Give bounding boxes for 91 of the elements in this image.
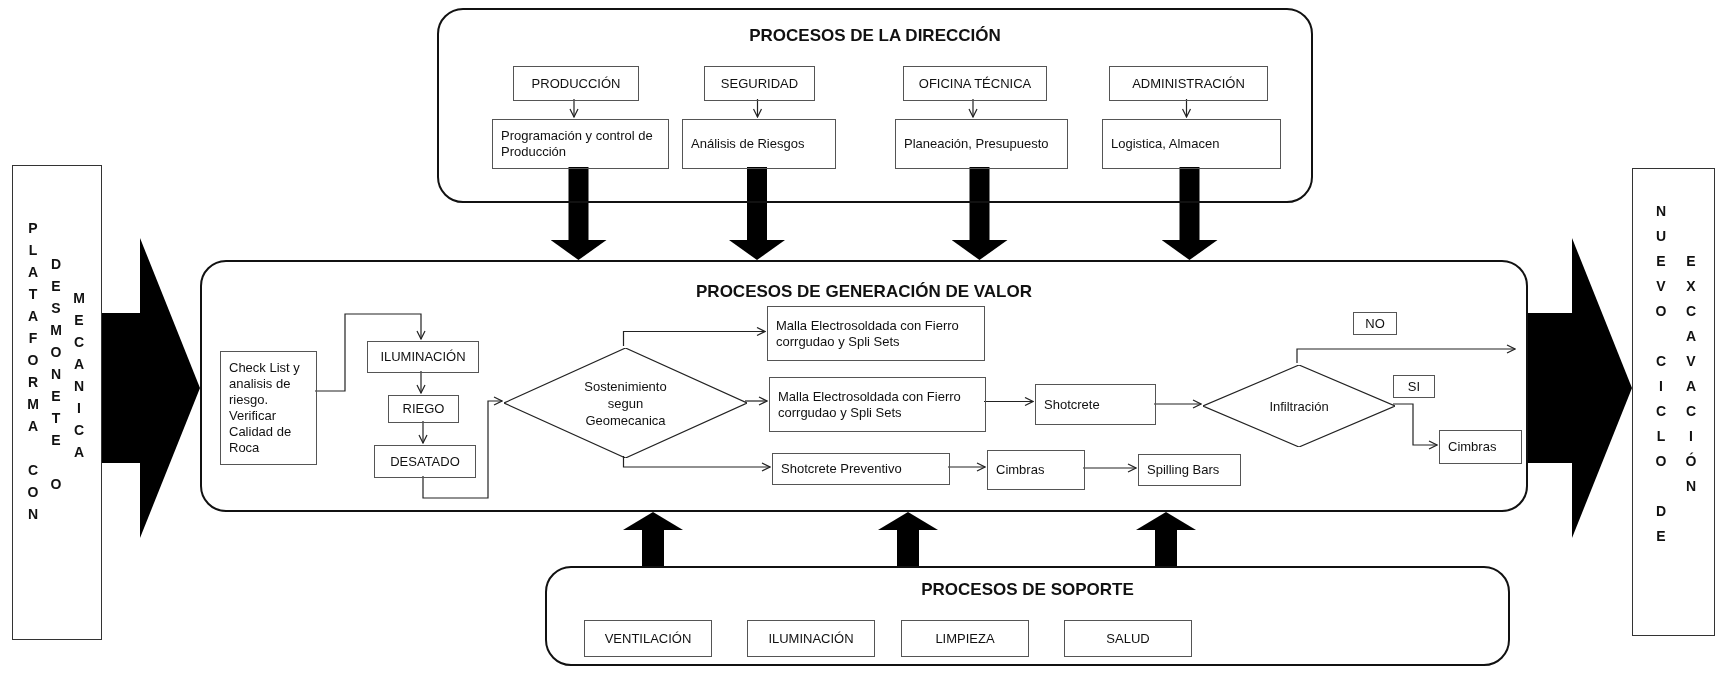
process-label: Cimbras (996, 462, 1045, 478)
block-arrow (1528, 238, 1632, 538)
process-group-panel (437, 8, 1313, 203)
vertical-label: NUEVO CICLO DE (1654, 202, 1668, 546)
process-box (1035, 384, 1156, 425)
process-label: Shotcrete Preventivo (781, 461, 902, 477)
process-box (374, 445, 476, 478)
process-box (492, 119, 669, 169)
process-label: DESATADO (390, 453, 460, 470)
side-panel (12, 165, 102, 640)
process-label: VENTILACIÓN (604, 630, 692, 647)
decision-label: Infiltración (1269, 397, 1329, 415)
process-box (772, 453, 950, 485)
process-label: ILUMINACIÓN (380, 349, 466, 365)
arrow (416, 370, 426, 394)
decision-diamond (1203, 365, 1395, 447)
process-label: Cimbras (1448, 439, 1497, 455)
block-arrow (878, 512, 938, 566)
process-label: Análisis de Riesgos (691, 136, 805, 152)
process-box (1109, 66, 1268, 101)
group-title: PROCESOS DE GENERACIÓN DE VALOR (696, 282, 1032, 302)
process-label: Logistica, Almacen (1111, 136, 1220, 152)
process-label: LIMPIEZA (935, 630, 995, 647)
process-label: Malla Electrosoldada con Fierro corrgudao y Spli Sets (778, 388, 962, 421)
process-box (903, 66, 1047, 101)
process-box (1102, 119, 1281, 169)
process-box (584, 620, 712, 657)
process-box (682, 119, 836, 169)
arrow (752, 98, 763, 118)
vertical-label: PLATAFORMA CON (26, 219, 40, 524)
process-box (220, 351, 317, 465)
arrow (1296, 344, 1516, 364)
block-arrow (102, 238, 200, 538)
block-arrow (550, 167, 607, 260)
process-label: Malla Electrosoldada con Fierro corrgudao y Spli Sets (776, 317, 960, 350)
decision-diamond (504, 348, 747, 458)
arrow (1392, 403, 1438, 450)
arrow (983, 396, 1034, 407)
block-arrow (623, 512, 683, 566)
process-box (704, 66, 815, 101)
arrow (968, 98, 978, 118)
process-box (367, 341, 479, 373)
arrow (569, 98, 579, 118)
process-label: Programación y control de Producción (501, 128, 654, 160)
process-box (1064, 620, 1192, 657)
arrow (1153, 399, 1202, 409)
vertical-label: DESMONETE O (49, 255, 63, 494)
arrow (622, 326, 766, 347)
process-label: Check List y analisis de riesgo. Verificar Calidad de Roca (229, 360, 301, 456)
process-box (1439, 430, 1522, 464)
block-arrow (1136, 512, 1196, 566)
process-box (747, 620, 875, 657)
process-label: Shotcrete (1044, 396, 1100, 413)
edge-label: NO (1353, 312, 1397, 335)
process-box (987, 450, 1085, 490)
arrow (622, 455, 771, 472)
process-group-panel (545, 566, 1510, 666)
process-label: ILUMINACIÓN (768, 630, 854, 647)
process-box (901, 620, 1029, 657)
process-box (513, 66, 639, 101)
process-label: SEGURIDAD (720, 75, 799, 92)
side-panel (1632, 168, 1715, 636)
group-title: PROCESOS DE LA DIRECCIÓN (749, 26, 1001, 46)
process-box (895, 119, 1068, 169)
process-group-panel (200, 260, 1528, 512)
block-arrow (729, 167, 785, 260)
process-label: SALUD (1106, 630, 1150, 647)
arrow (418, 420, 428, 444)
process-label: OFICINA TÉCNICA (918, 75, 1032, 92)
process-label: RIEGO (402, 401, 445, 417)
block-arrow (1161, 167, 1218, 260)
process-box (1138, 454, 1241, 486)
edge-label: SI (1393, 375, 1435, 398)
arrow (744, 396, 768, 406)
block-arrow (951, 167, 1008, 260)
group-title: PROCESOS DE SOPORTE (921, 580, 1134, 600)
decision-label: Sostenimiento segun Geomecanica (583, 377, 668, 429)
process-label: PRODUCCIÓN (531, 75, 621, 92)
arrow (314, 313, 426, 392)
process-label: Spilling Bars (1147, 462, 1220, 478)
vertical-label: EXCAVACIÓN (1684, 252, 1698, 496)
process-label: ADMINISTRACIÓN (1132, 75, 1245, 92)
process-box (767, 306, 985, 361)
arrow (1082, 463, 1137, 473)
arrow (947, 462, 986, 472)
process-box (388, 395, 459, 423)
vertical-label: MECANICA (72, 289, 86, 462)
arrow (422, 396, 503, 499)
process-label: Planeación, Presupuesto (904, 136, 1049, 152)
process-box (769, 377, 986, 432)
arrow (1181, 98, 1192, 118)
